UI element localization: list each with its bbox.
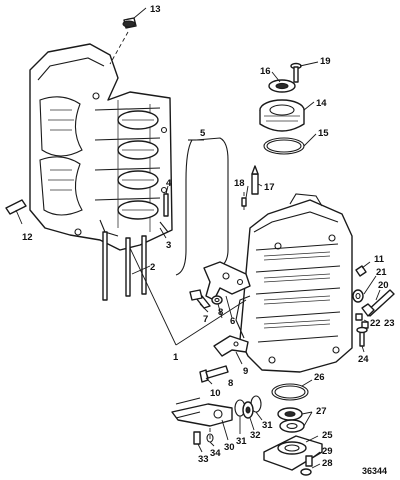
leader-lines — [15, 7, 381, 469]
callout-27: 27 — [316, 406, 327, 417]
callout-30: 30 — [224, 442, 235, 453]
end-cap-screw — [305, 455, 313, 467]
bracket — [203, 261, 251, 301]
o-ring-top — [263, 137, 305, 155]
bearing-assembly — [259, 99, 305, 132]
callout-11: 11 — [374, 254, 385, 265]
callout-26: 26 — [314, 372, 325, 383]
crankcase-cover — [235, 193, 353, 373]
callout-33: 33 — [198, 454, 209, 465]
washer-21 — [352, 289, 364, 303]
callout-6: 6 — [230, 316, 235, 327]
callout-9: 9 — [243, 366, 248, 377]
callout-29: 29 — [322, 446, 333, 457]
callout-7: 7 — [203, 314, 208, 325]
bearing-screw — [290, 62, 302, 83]
callout-8a: 8 — [218, 307, 223, 318]
screw-33 — [193, 431, 201, 445]
callout-2: 2 — [150, 262, 155, 273]
callout-10: 10 — [210, 388, 221, 399]
cylinder-block — [29, 43, 173, 251]
bracket-washer — [211, 295, 223, 305]
callout-1: 1 — [173, 352, 179, 363]
small-screw — [241, 192, 247, 210]
callout-3: 3 — [166, 240, 171, 251]
callout-4: 4 — [166, 178, 172, 189]
callout-18: 18 — [234, 178, 245, 189]
callout-25: 25 — [322, 430, 333, 441]
o-ring-bottom — [271, 383, 309, 401]
callout-24: 24 — [358, 354, 369, 365]
end-cap-washer — [300, 468, 312, 476]
callout-16: 16 — [260, 66, 271, 77]
bolt-24 — [356, 326, 368, 347]
callout-14: 14 — [316, 98, 327, 109]
callout-17: 17 — [264, 182, 275, 193]
washer-34 — [206, 428, 214, 443]
callout-5: 5 — [200, 128, 206, 139]
callout-34: 34 — [210, 448, 221, 459]
callout-labels: 1 2 3 4 5 6 7 8 9 10 8 11 12 13 14 15 16… — [22, 4, 395, 469]
callout-28: 28 — [322, 458, 333, 469]
fitting — [355, 265, 367, 277]
locating-pin — [251, 165, 259, 195]
small-screws — [355, 313, 369, 329]
callout-21: 21 — [376, 267, 387, 278]
seals — [277, 407, 305, 433]
figure-number: 36344 — [362, 466, 387, 476]
dowel-pin — [5, 199, 27, 215]
bracket-bolt — [189, 289, 211, 309]
callout-31a: 31 — [236, 436, 247, 447]
clamp — [213, 335, 249, 357]
callout-32: 32 — [250, 430, 261, 441]
callout-22: 22 — [370, 318, 381, 329]
callout-19: 19 — [320, 56, 331, 67]
end-cap — [263, 435, 323, 471]
callout-8b: 8 — [228, 378, 233, 389]
callout-23: 23 — [384, 318, 395, 329]
callout-20: 20 — [378, 280, 389, 291]
callout-31b: 31 — [262, 420, 273, 431]
plug — [109, 17, 137, 65]
callout-12: 12 — [22, 232, 33, 243]
bearing-seal — [268, 79, 296, 93]
callout-13: 13 — [150, 4, 161, 15]
seal-32 — [242, 401, 254, 419]
pin — [163, 193, 169, 217]
callout-15: 15 — [318, 128, 329, 139]
long-bolt — [361, 289, 395, 317]
hose-fitting — [171, 397, 233, 427]
clamp-bolt — [199, 365, 229, 383]
bleed-hose — [175, 137, 229, 276]
